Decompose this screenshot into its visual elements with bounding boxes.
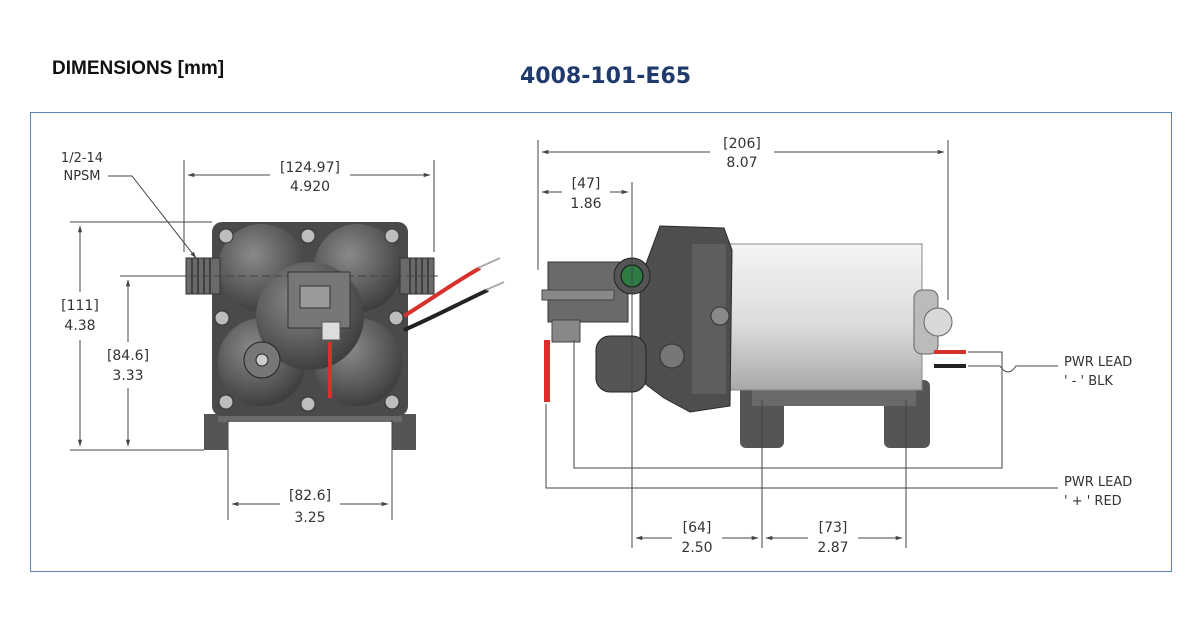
front-height-mm: [111] bbox=[61, 298, 99, 314]
drawing-frame bbox=[30, 112, 1172, 572]
neg-lead-label: PWR LEAD bbox=[1064, 355, 1132, 370]
center-height-mm: [84.6] bbox=[107, 348, 149, 364]
pressure-switch bbox=[287, 271, 351, 329]
thread-label: 1/2-14 bbox=[61, 151, 103, 166]
spacing1-in: 2.50 bbox=[681, 540, 712, 556]
front-lead-red bbox=[402, 266, 481, 318]
dimensions-title: DIMENSIONS [mm] bbox=[52, 58, 225, 79]
pos-lead-color: ' + ' RED bbox=[1064, 494, 1122, 509]
front-width-in: 4.920 bbox=[290, 179, 330, 195]
side-length-mm: [206] bbox=[723, 136, 761, 152]
motor-bearing bbox=[923, 307, 953, 337]
base-width-mm: [82.6] bbox=[289, 488, 331, 504]
side-wire-red bbox=[544, 340, 550, 402]
spacing1-mm: [64] bbox=[683, 520, 712, 536]
side-length-in: 8.07 bbox=[726, 155, 757, 171]
outlet-port bbox=[399, 257, 435, 295]
switch-connector bbox=[321, 321, 341, 341]
housing-bolts bbox=[214, 228, 404, 412]
spacing2-in: 2.87 bbox=[817, 540, 848, 556]
pos-lead-label: PWR LEAD bbox=[1064, 475, 1132, 490]
side-view: [206] 8.07 [47] 1.86 [64] 2.50 [73] 2.87… bbox=[537, 136, 1132, 556]
motor-body bbox=[725, 243, 923, 391]
front-width-mm: [124.97] bbox=[280, 160, 340, 176]
neg-lead-color: ' - ' BLK bbox=[1064, 374, 1113, 389]
front-lead-black bbox=[403, 288, 489, 332]
thread-label-npsm: NPSM bbox=[63, 169, 100, 184]
model-number: 4008-101-E65 bbox=[520, 64, 692, 89]
head-length-mm: [47] bbox=[572, 176, 601, 192]
spacing2-mm: [73] bbox=[819, 520, 848, 536]
base-width-in: 3.25 bbox=[294, 510, 325, 526]
head-length-in: 1.86 bbox=[570, 196, 601, 212]
side-chamber bbox=[595, 335, 647, 393]
front-view: [124.97] 4.920 1/2-14 NPSM [111] 4.38 [8… bbox=[61, 151, 505, 526]
center-height-in: 3.33 bbox=[112, 368, 143, 384]
front-height-in: 4.38 bbox=[64, 318, 95, 334]
